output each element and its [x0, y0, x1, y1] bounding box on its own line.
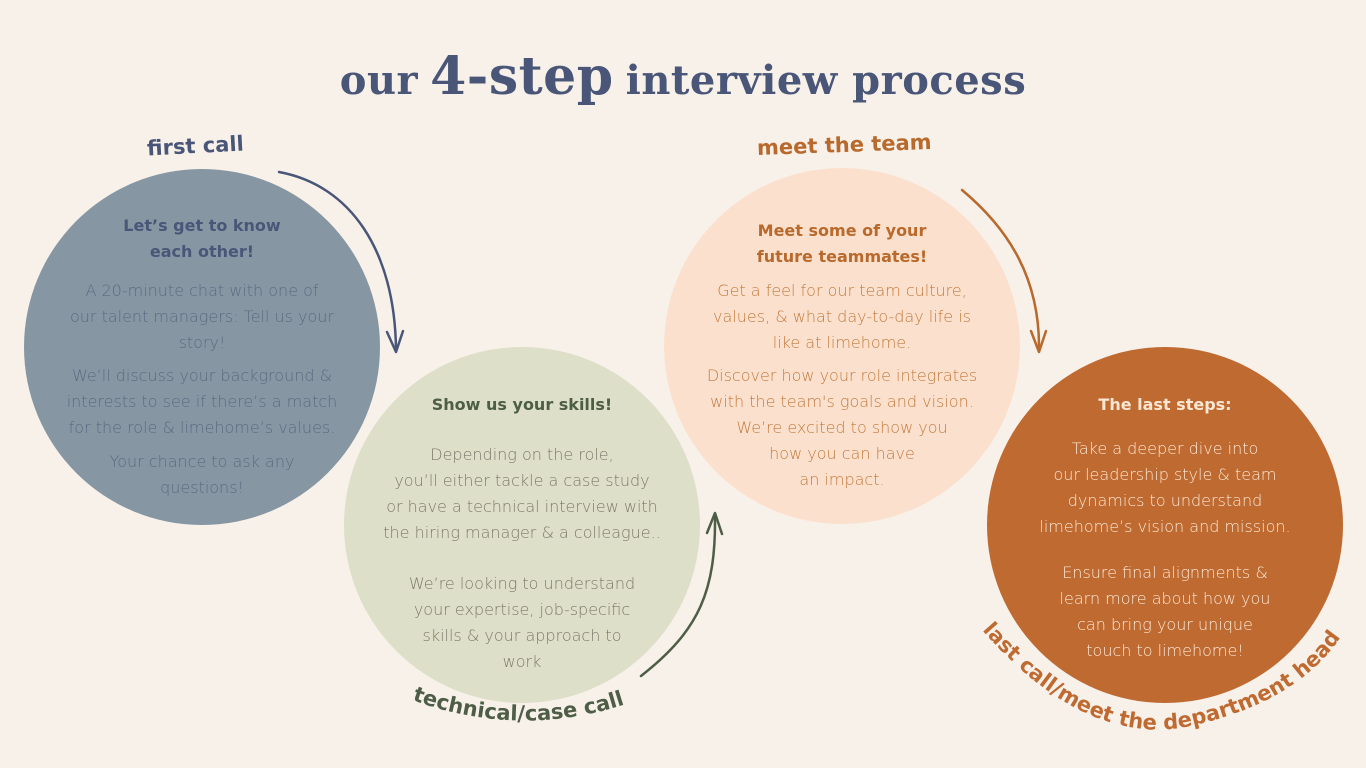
- step-1-body-1: A 20-minute chat with one of our talent …: [69, 281, 335, 352]
- step-4-body-1: Take a deeper dive into our leadership s…: [1039, 439, 1291, 536]
- step-1-body-3: Your chance to ask any questions!: [109, 452, 295, 497]
- step-4-heading: The last steps:: [1098, 395, 1232, 414]
- step-3-body-2: Discover how your role integrates with t…: [706, 366, 978, 489]
- step-2-body-1: Depending on the role, you’ll either tac…: [383, 445, 661, 542]
- step-3-circle: Meet some of your future teammates! Get …: [664, 168, 1020, 524]
- step-4-circle: The last steps: Take a deeper dive into …: [987, 347, 1343, 703]
- title-part-1: our: [339, 57, 419, 104]
- step-1-circle: Let’s get to know each other! A 20-minut…: [24, 169, 380, 525]
- title-part-3: interview process: [625, 57, 1027, 104]
- step-1-body-2: We’ll discuss your background & interest…: [66, 366, 338, 437]
- step-3-heading: Meet some of your future teammates!: [756, 221, 928, 266]
- step-3-body-1: Get a feel for our team culture, values,…: [713, 281, 971, 352]
- step-4-body-2: Ensure final alignments & learn more abo…: [1059, 563, 1271, 660]
- title-part-2: 4-step: [430, 46, 614, 107]
- step-2-body-2: We’re looking to understand your experti…: [408, 574, 636, 671]
- step-2-circle: Show us your skills! Depending on the ro…: [344, 347, 700, 703]
- step-1-heading: Let’s get to know each other!: [123, 216, 281, 261]
- step-2-heading: Show us your skills!: [431, 395, 613, 414]
- step-3-label: meet the team: [756, 129, 932, 161]
- step-1-label: first call: [146, 131, 245, 161]
